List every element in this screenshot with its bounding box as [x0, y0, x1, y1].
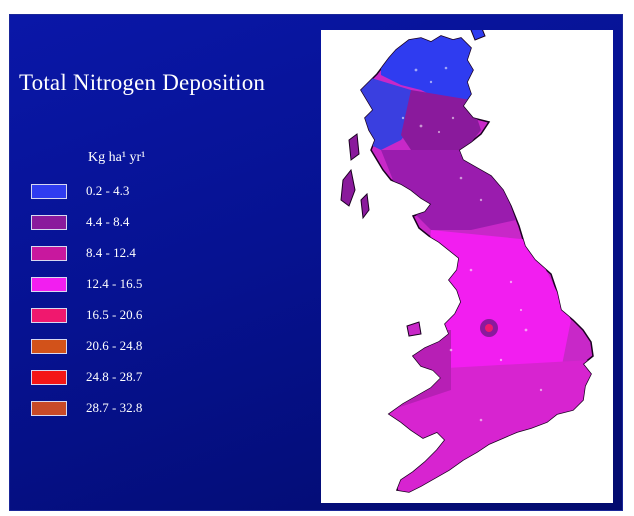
legend-swatch: [31, 184, 67, 199]
legend-range-label: 20.6 - 24.8: [86, 338, 143, 353]
legend-swatch: [31, 215, 67, 230]
orkney-islands: [470, 30, 486, 41]
legend-range-label: 0.2 - 4.3: [86, 183, 130, 198]
legend-units: Kg ha¹ yr¹: [88, 150, 146, 165]
legend-item: 28.7 - 32.8: [31, 399, 231, 419]
hebrides-islands: [340, 133, 370, 220]
legend-swatch: [31, 308, 67, 323]
zone-london-core: [556, 425, 566, 435]
legend-range-label: 24.8 - 28.7: [86, 369, 143, 384]
map-panel: [321, 30, 613, 503]
legend-item: 16.5 - 20.6: [31, 306, 231, 326]
legend-swatch: [31, 401, 67, 416]
zone-london-hotspot: [551, 420, 571, 440]
map-title: Total Nitrogen Deposition: [19, 70, 266, 95]
slide-background: Total Nitrogen Deposition Kg ha¹ yr¹ 0.2…: [9, 14, 623, 511]
legend-swatch: [31, 370, 67, 385]
legend-item: 4.4 - 8.4: [31, 213, 231, 233]
legend-item: 20.6 - 24.8: [31, 337, 231, 357]
zone-southern-uplands: [381, 150, 516, 230]
zone-england-south: [381, 360, 591, 492]
zone-midlands-core: [485, 324, 493, 332]
anglesey-island: [406, 321, 422, 337]
legend-swatch: [31, 246, 67, 261]
zone-scotland-north-low: [381, 36, 491, 105]
legend-item: 24.8 - 28.7: [31, 368, 231, 388]
legend-swatch: [31, 277, 67, 292]
legend-item: 12.4 - 16.5: [31, 275, 231, 295]
legend-item: 0.2 - 4.3: [31, 182, 231, 202]
legend-range-label: 4.4 - 8.4: [86, 214, 130, 229]
legend-item: 8.4 - 12.4: [31, 244, 231, 264]
zone-england-central: [421, 230, 571, 390]
uk-deposition-map: [340, 30, 594, 493]
legend-range-label: 8.4 - 12.4: [86, 245, 136, 260]
legend-swatch: [31, 339, 67, 354]
legend-range-label: 12.4 - 16.5: [86, 276, 143, 291]
legend-range-label: 28.7 - 32.8: [86, 400, 143, 415]
legend-range-label: 16.5 - 20.6: [86, 307, 143, 322]
zone-scotland-mid: [401, 90, 481, 160]
